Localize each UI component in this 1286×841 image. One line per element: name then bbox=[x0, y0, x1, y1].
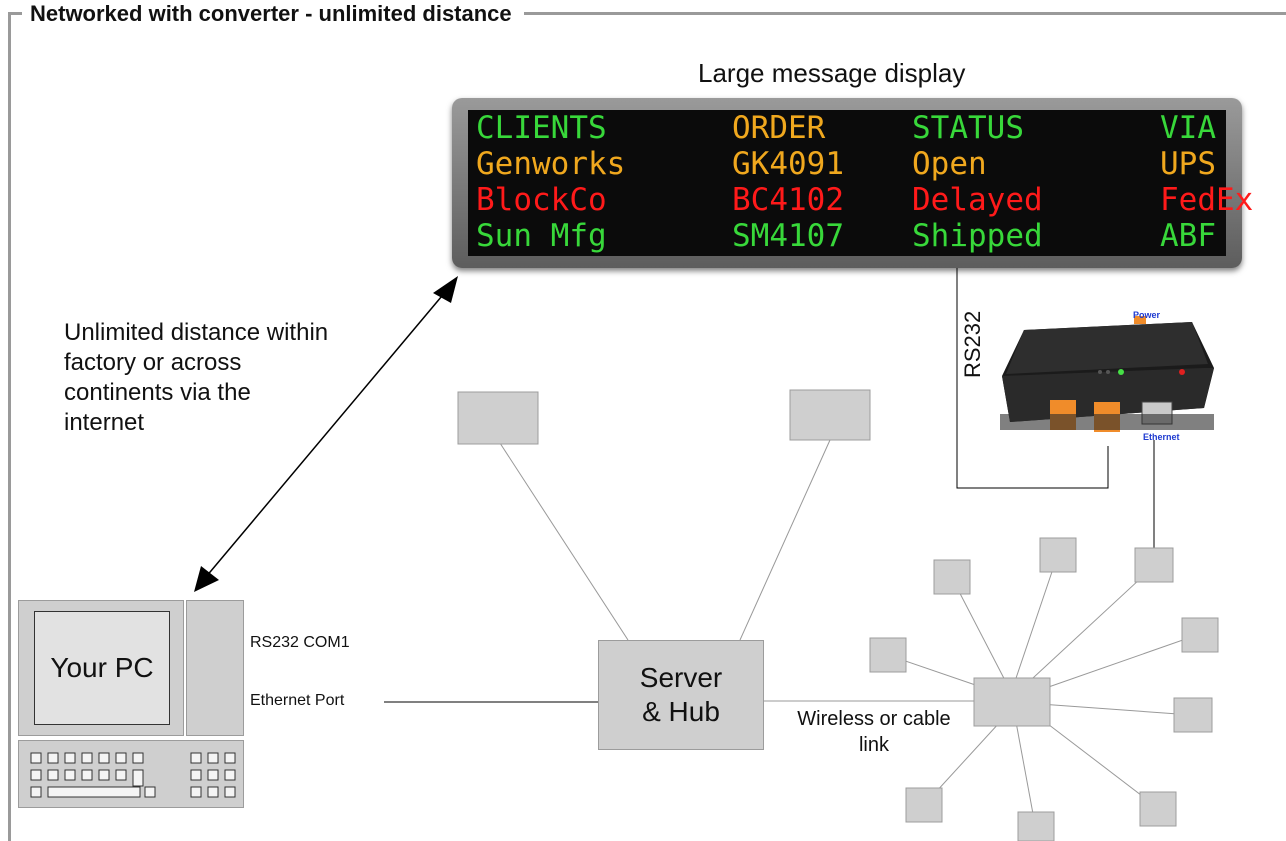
distance-caption-line: continents via the bbox=[64, 379, 251, 406]
led-row: BlockCo BC4102 Delayed FedEx bbox=[476, 182, 1253, 218]
rs232-cable-label: RS232 bbox=[960, 310, 985, 378]
power-label: Power bbox=[1133, 310, 1161, 320]
star-node bbox=[905, 787, 943, 823]
serial-ethernet-converter: Power Ethernet bbox=[996, 310, 1218, 442]
led-cell: BC4102 bbox=[732, 182, 844, 218]
arrow-head-top bbox=[433, 276, 458, 303]
led-cell: Sun Mfg bbox=[476, 218, 607, 254]
wireless-link-caption: Wireless or cable link bbox=[774, 706, 974, 758]
server-hub-line: Server bbox=[639, 662, 723, 693]
power-connector bbox=[1134, 316, 1146, 324]
star-node bbox=[1039, 537, 1077, 573]
distance-caption-line: factory or across bbox=[64, 349, 242, 376]
star-node bbox=[869, 637, 907, 673]
star-node bbox=[1181, 617, 1219, 653]
led-row: Sun Mfg SM4107 Shipped ABF bbox=[476, 218, 1226, 254]
pc-keyboard bbox=[18, 740, 244, 808]
rs232-com1-label: RS232 COM1 bbox=[250, 634, 350, 651]
rs232-cable bbox=[956, 262, 1109, 489]
led-cell: STATUS bbox=[912, 110, 1024, 146]
hub-center-node bbox=[973, 677, 1051, 727]
large-message-display: CLIENTS ORDER STATUS VIA Genworks GK4091 Open U… bbox=[452, 98, 1253, 268]
led-cell: BlockCo bbox=[476, 182, 607, 218]
led-row: CLIENTS ORDER STATUS VIA bbox=[476, 110, 1226, 146]
led-cell: Open bbox=[912, 146, 987, 182]
pc-monitor: Your PC bbox=[18, 600, 184, 736]
frame-border-top bbox=[8, 12, 1286, 15]
frame-border-left bbox=[8, 12, 11, 841]
led-cell: ORDER bbox=[732, 110, 826, 146]
wireless-caption-line: link bbox=[858, 734, 889, 756]
star-node bbox=[1017, 811, 1055, 841]
ethernet-port-label: Ethernet Port bbox=[250, 692, 345, 709]
led-row: Genworks GK4091 Open UPS bbox=[476, 146, 1226, 182]
server-hub-line: & Hub bbox=[642, 696, 720, 727]
led-cell: GK4091 bbox=[732, 146, 844, 182]
arrow-head-bottom bbox=[194, 566, 219, 592]
ethernet-label: Ethernet bbox=[1143, 432, 1180, 442]
led-cell: UPS bbox=[1160, 146, 1216, 182]
led-cell: CLIENTS bbox=[476, 110, 607, 146]
status-led-red bbox=[1179, 369, 1185, 375]
distance-arrow bbox=[199, 283, 453, 585]
frame-title: Networked with converter - unlimited dis… bbox=[22, 0, 524, 28]
converter-graphic bbox=[1000, 316, 1214, 432]
wireless-caption-line: Wireless or cable bbox=[797, 708, 951, 730]
spoke-top-right-node bbox=[739, 439, 831, 641]
status-led bbox=[1106, 370, 1110, 374]
led-cell: VIA bbox=[1160, 110, 1216, 146]
led-cell: SM4107 bbox=[732, 218, 844, 254]
led-cell: ABF bbox=[1160, 218, 1216, 254]
status-led bbox=[1098, 370, 1102, 374]
star-node bbox=[1139, 791, 1177, 827]
pc-screen-label: Your PC bbox=[34, 611, 170, 725]
distance-caption-line: Unlimited distance within bbox=[64, 319, 329, 346]
led-cell: Genworks bbox=[476, 146, 626, 182]
status-led-green bbox=[1118, 369, 1124, 375]
star-node bbox=[1134, 547, 1174, 583]
star-node bbox=[933, 559, 971, 595]
star-nodes bbox=[869, 537, 1219, 841]
server-hub: Server & Hub bbox=[598, 640, 764, 750]
led-screen: CLIENTS ORDER STATUS VIA Genworks GK4091 Open U… bbox=[468, 110, 1253, 256]
network-node-right bbox=[789, 389, 871, 441]
led-cell: Shipped bbox=[912, 218, 1043, 254]
keyboard-keys bbox=[30, 752, 236, 798]
distance-caption: Unlimited distance within factory or acr… bbox=[64, 318, 404, 438]
pc-tower bbox=[186, 600, 244, 736]
display-caption: Large message display bbox=[698, 58, 966, 88]
distance-caption-line: internet bbox=[64, 409, 145, 436]
led-cell: FedEx bbox=[1160, 182, 1254, 218]
spoke-top-left-node bbox=[497, 439, 629, 641]
star-node bbox=[1173, 697, 1213, 733]
led-cell: Delayed bbox=[912, 182, 1043, 218]
network-node-left bbox=[457, 391, 539, 445]
